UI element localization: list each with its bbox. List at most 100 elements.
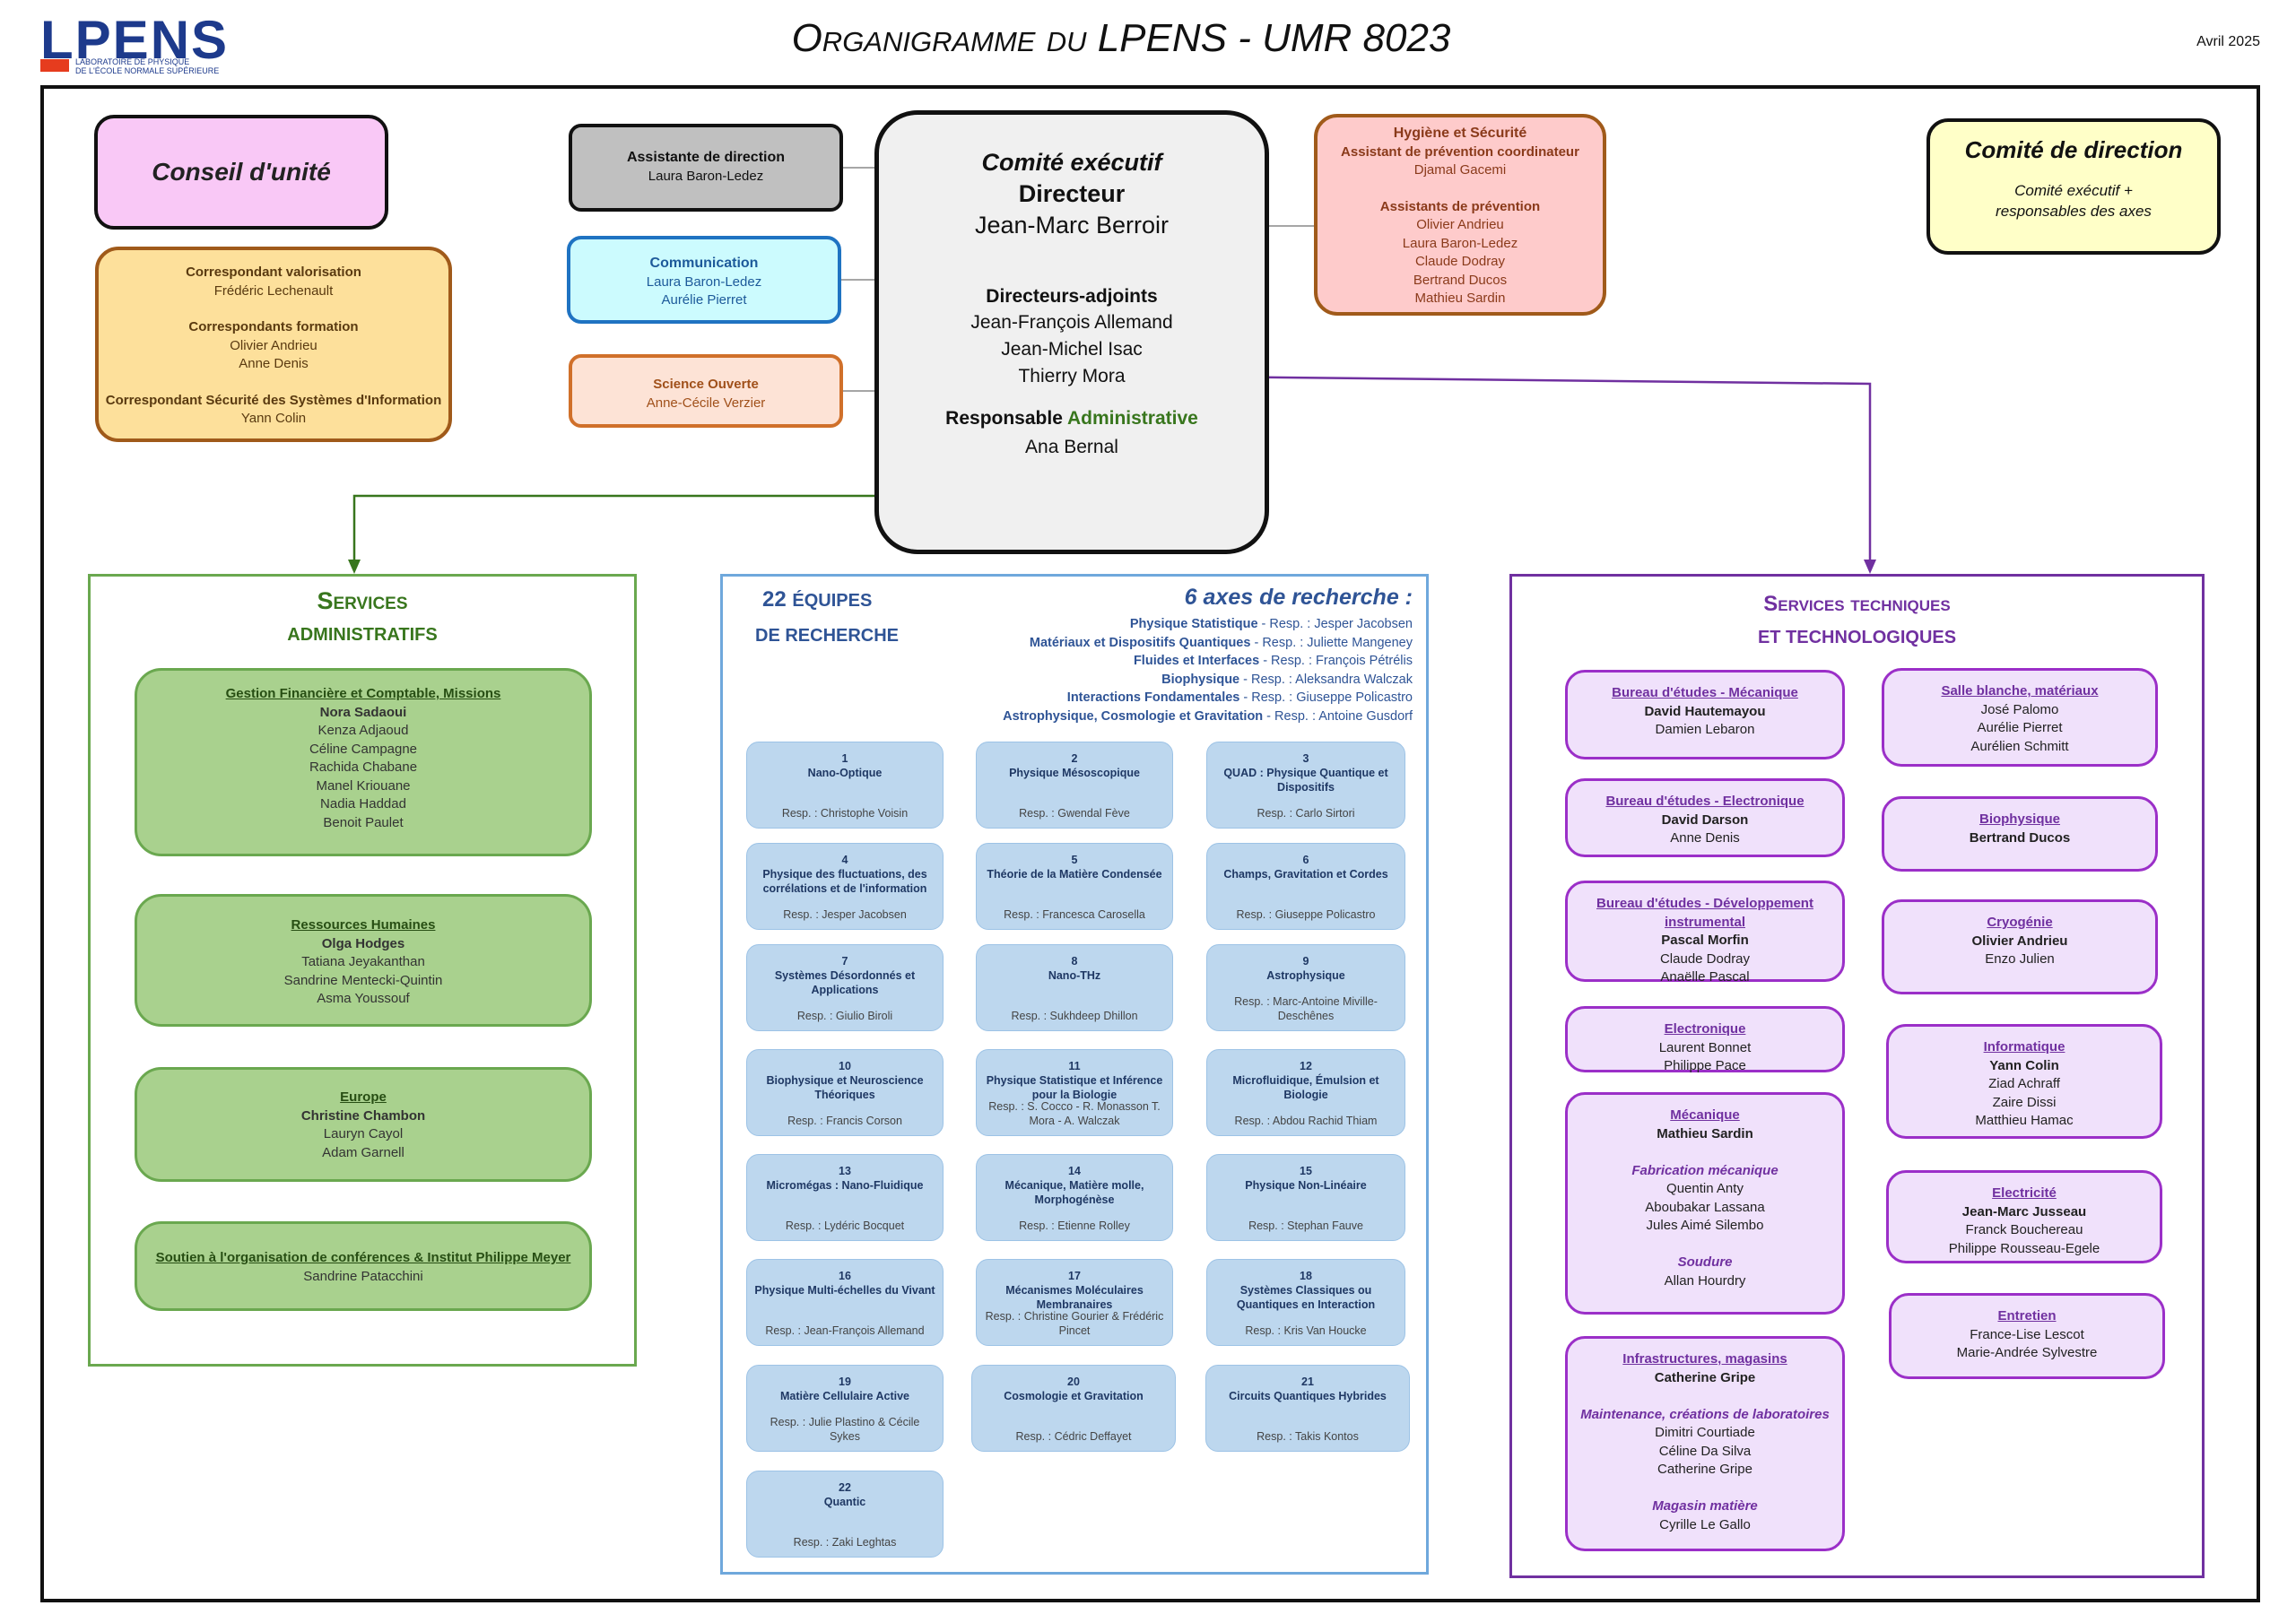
team-number: 6 [1302,854,1309,866]
team-name: Physique des fluctuations, des corrélati… [762,868,927,895]
admin-box-europe: Europe Christine Chambon Lauryn Cayol Ad… [135,1067,592,1182]
tech-box-title: Cryogénie [1987,915,2053,930]
team-name: QUAD : Physique Quantique et Dispositifs [1223,767,1388,794]
tech-member: Aurélie Pierret [1977,720,2063,735]
team-responsable: Resp. : Sukhdeep Dhillon [1011,1010,1138,1022]
team-name: Physique Multi-échelles du Vivant [754,1284,935,1297]
team-name: Astrophysique [1266,969,1345,982]
team-name: Micromégas : Nano-Fluidique [766,1179,924,1192]
team-number: 21 [1301,1376,1314,1388]
team-responsable: Resp. : Carlo Sirtori [1257,807,1355,820]
team-number: 15 [1300,1165,1312,1177]
tech-member: Dimitri Courtiade [1655,1425,1755,1440]
tech-box-title: Bureau d'études - Mécanique [1612,685,1798,700]
tech-box-lead: Jean-Marc Jusseau [1961,1203,2087,1219]
team-responsable: Resp. : Kris Van Houcke [1245,1324,1367,1337]
team-responsable: Resp. : Julie Plastino & Cécile Sykes [770,1416,920,1443]
spacer [1568,1236,1842,1254]
team-responsable: Resp. : Christine Gourier & Frédéric Pin… [985,1310,1164,1337]
team-responsable: Resp. : Abdou Rachid Thiam [1234,1115,1378,1127]
tech-box-title: Electricité [1992,1185,2057,1201]
tech-member: Zaire Dissi [1992,1094,2057,1110]
team-number: 16 [839,1270,851,1282]
tech-box-title: Entretien [1997,1308,2057,1324]
tech-member: Aboubakar Lassana [1645,1199,1765,1215]
logo-bar [40,59,69,72]
tech-member: Aurélien Schmitt [1970,738,2069,754]
team-responsable: Resp. : Etienne Rolley [1019,1219,1130,1232]
tech-member: Franck Bouchereau [1965,1222,2083,1237]
equipes-recherche-section [720,574,1429,1575]
team-number: 7 [841,955,848,968]
team-name: Cosmologie et Gravitation [1004,1390,1144,1402]
team-name: Circuits Quantiques Hybrides [1229,1390,1387,1402]
tech-box-title: Bureau d'études - Développement instrume… [1596,896,1813,930]
team-name: Biophysique et Neuroscience Théoriques [766,1074,924,1101]
tech-box-title: Mécanique [1670,1107,1740,1123]
tech-member: Cyrille Le Gallo [1659,1516,1751,1532]
team-number: 1 [841,752,848,765]
correspondants-box: Correspondant valorisation Frédéric Lech… [95,247,452,442]
team-number: 5 [1071,854,1078,866]
team-number: 2 [1071,752,1078,765]
tech-subgroup: Maintenance, créations de laboratoires [1580,1406,1830,1422]
date-label: Avril 2025 [2196,34,2260,49]
tech-member: Quentin Anty [1666,1181,1744,1196]
tech-box-lead: David Darson [1661,812,1749,828]
tech-box-lead: Olivier Andrieu [1971,933,2068,949]
team-responsable: Resp. : Francis Corson [787,1115,902,1127]
admin-box-rh: Ressources Humaines Olga Hodges Tatiana … [135,894,592,1027]
team-number: 12 [1300,1060,1312,1072]
team-name: Physique Statistique et Inférence pour l… [986,1074,1163,1101]
team-name: Systèmes Désordonnés et Applications [774,969,916,996]
team-number: 19 [839,1376,851,1388]
team-name: Physique Mésoscopique [1009,767,1140,779]
team-number: 8 [1071,955,1078,968]
page-title: Organigramme du LPENS - UMR 8023 [791,16,1451,60]
team-responsable: Resp. : Jean-François Allemand [765,1324,925,1337]
team-responsable: Resp. : Marc-Antoine Miville-Deschênes [1234,995,1378,1022]
admin-box-gestion: Gestion Financière et Comptable, Mission… [135,668,592,856]
equipes-title: 22 équipes [762,587,873,612]
tech-member: Claude Dodray [1659,950,1751,967]
services-tech-subtitle: et technologiques [1757,628,1957,647]
team-number: 20 [1067,1376,1080,1388]
tech-member: Laurent Bonnet [1658,1039,1752,1055]
tech-member: José Palomo [1980,701,2059,717]
services-admin-title: Services [317,587,408,614]
team-responsable: Resp. : S. Cocco - R. Monasson T. Mora -… [988,1100,1161,1127]
services-administratifs-section [88,574,637,1367]
tech-subgroup: Magasin matière [1652,1498,1758,1514]
tech-member: Jules Aimé Silembo [1646,1218,1764,1233]
spacer [1568,1387,1842,1406]
team-responsable: Resp. : Giulio Biroli [796,1010,893,1022]
team-name: Théorie de la Matière Condensée [987,868,1162,881]
tech-box-title: Infrastructures, magasins [1622,1351,1787,1367]
main-frame [40,85,2260,1602]
team-responsable: Resp. : Cédric Deffayet [1015,1430,1132,1443]
team-responsable: Resp. : Jesper Jacobsen [783,908,907,921]
tech-box-title: Bureau d'études - Electronique [1605,794,1805,809]
spacer [1568,1143,1842,1162]
tech-subgroup: Fabrication mécanique [1631,1162,1779,1178]
team-number: 22 [839,1481,851,1494]
team-number: 13 [839,1165,851,1177]
team-number: 18 [1300,1270,1312,1282]
